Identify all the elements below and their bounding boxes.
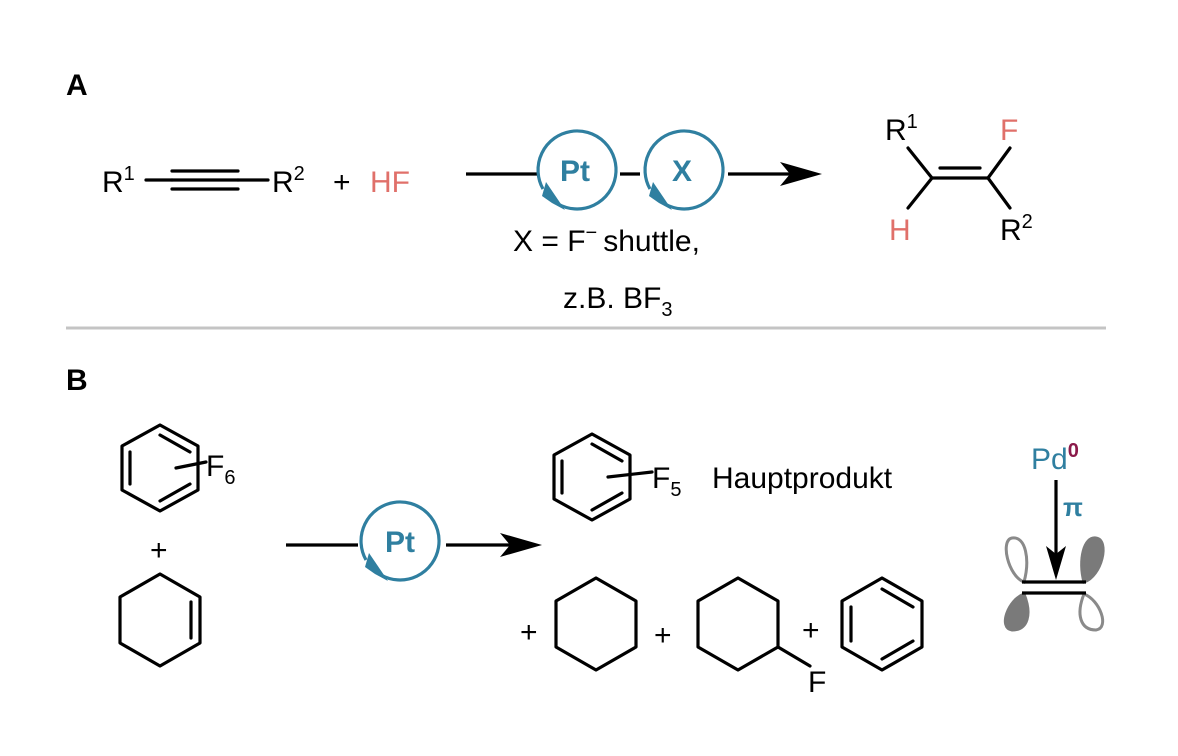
plus-sign-side-2: + [654, 619, 672, 652]
product-r2: R2 [1000, 211, 1033, 247]
panel-a-label: A [66, 69, 88, 102]
fluorocyclohexane-f: F [808, 666, 826, 699]
benzene-ring-product [552, 432, 632, 522]
pt-cycle-b-arrowhead [365, 553, 388, 581]
donation-arrowhead [1046, 546, 1066, 580]
x-cycle-arrowhead [649, 182, 672, 210]
pd-pi-complex-diagram: Pd0 π [1003, 440, 1105, 632]
p-orbital-left-bottom [1003, 592, 1030, 632]
p-orbital-right-bottom [1078, 592, 1105, 632]
fluoroalkene-product: R1 F H R2 [885, 111, 1033, 247]
pt-cycle-arc [536, 129, 618, 211]
pd-label: Pd0 [1031, 440, 1079, 476]
p-orbital-left-top [1004, 536, 1029, 584]
product-fluorine: F [1000, 114, 1018, 147]
f6-label: F6 [206, 450, 235, 489]
product-r1: R1 [885, 111, 918, 147]
catalytic-arrow-a: Pt X X = F−shuttle, z.B. BF3 [466, 129, 822, 321]
product-fluorine-bond [606, 470, 654, 479]
hexafluorobenzene: F6 [120, 423, 235, 513]
bond-c1-h [906, 176, 934, 210]
major-product-label: Hauptprodukt [712, 462, 893, 495]
x-cycle-arc [643, 129, 725, 211]
cyclohexene [118, 572, 202, 668]
bond-c2-r2 [986, 176, 1012, 210]
aromatic-line-2 [158, 482, 192, 503]
product-hydrogen: H [889, 214, 911, 247]
panel-b-label: B [66, 364, 88, 397]
cyclohexane-ring [554, 576, 638, 672]
pentafluorobenzene-product: F5 Hauptprodukt [552, 432, 893, 522]
shuttle-note-line2: z.B. BF3 [563, 282, 672, 321]
plus-sign-side-1: + [520, 616, 538, 649]
pt-cycle-b-arc [359, 500, 441, 582]
pt-catalytic-cycle-a: Pt [536, 129, 618, 211]
pt-catalyst-label: Pt [560, 155, 590, 188]
benzene-side-aromatic-2 [880, 639, 915, 661]
bond-f-c2 [986, 146, 1012, 180]
benzene-ring-reactant [120, 423, 200, 513]
hf-reagent: HF [370, 166, 410, 199]
arrow-b-head [500, 533, 542, 557]
fluorocyclohexane: F [696, 576, 826, 699]
pt-cycle-arrowhead [542, 182, 565, 210]
benzene-ring-side [840, 576, 924, 672]
x-catalytic-cycle: X [643, 129, 725, 211]
fluorocyclohexane-ring [696, 576, 780, 672]
alkyne-reactant: R1 R2 [102, 163, 305, 199]
arrow-a-head [780, 162, 822, 186]
p-orbital-right-top [1080, 536, 1105, 584]
cyclohexene-ring [118, 572, 202, 668]
f5-label: F5 [652, 462, 681, 501]
pt-catalytic-cycle-b: Pt [359, 500, 441, 582]
shuttle-note-line1: X = F−shuttle, [513, 222, 700, 258]
catalytic-arrow-b: Pt [286, 500, 542, 582]
pi-symbol: π [1063, 492, 1083, 522]
x-shuttle-label: X [672, 155, 692, 188]
plus-sign-a: + [333, 166, 351, 199]
benzene-side-aromatic-1 [880, 587, 915, 609]
product-aromatic-line-1 [590, 442, 624, 463]
product-aromatic-line-2 [590, 491, 624, 512]
bond-r1-c1 [906, 146, 934, 180]
plus-sign-side-3: + [802, 614, 820, 647]
fluorine-substituent-bond [174, 460, 208, 470]
aromatic-line-1 [158, 433, 192, 454]
pt-catalyst-label-b: Pt [385, 526, 415, 559]
plus-sign-b-reactants: + [150, 534, 168, 567]
alkyne-r2: R2 [272, 163, 305, 199]
alkyne-r1: R1 [102, 163, 135, 199]
fluorocyclohexane-cf-bond [776, 645, 812, 668]
benzene-side-product [840, 576, 924, 672]
